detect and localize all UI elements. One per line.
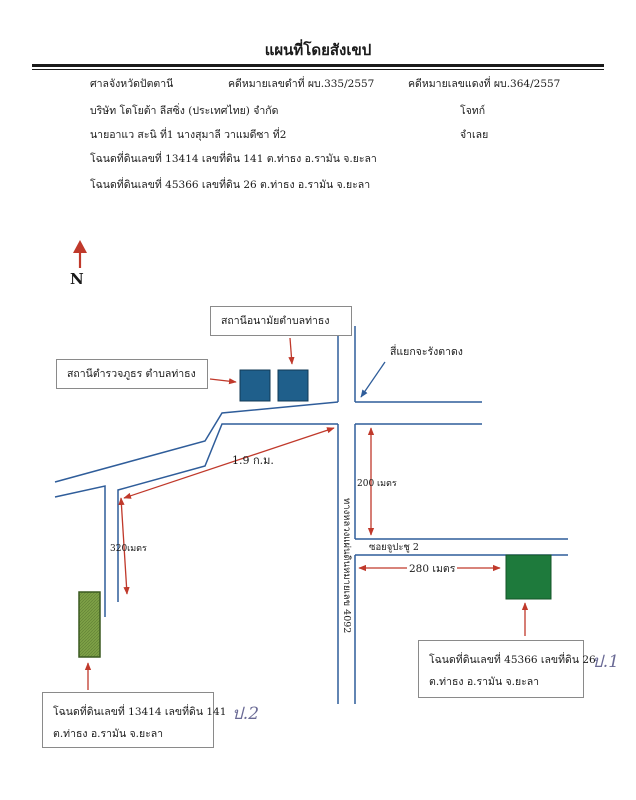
arrow-distance-main (123, 427, 335, 499)
annotation-p1: ป.1 (592, 652, 620, 672)
distance-320-label: 320เมตร (110, 544, 147, 554)
defendant-name: นายอาแว สะนิ ที่1 นางสุมาลี วาแมดีซา ที่… (90, 129, 287, 141)
case-black-number: คดีหมายเลขดำที่ ผบ.335/2557 (228, 78, 375, 90)
health-station-label-box: สถานีอนามัยตำบลท่าธง (210, 306, 352, 336)
title-rule-thick (32, 64, 604, 67)
main-road-lower-edge (54, 485, 106, 617)
land-plot-13414 (78, 591, 101, 658)
map-title: แผนที่โดยสังเขป (264, 41, 372, 59)
main-road-lower-edge-2 (117, 423, 338, 602)
court-name: ศาลจังหวัดปัตตานี (90, 78, 174, 90)
annotation-p2: ป.2 (232, 704, 260, 724)
plot2-label-line2: ต.ท่าธง อ.รามัน จ.ยะลา (429, 676, 540, 688)
intersection-label: สี่แยกจะรังตาดง (390, 346, 463, 358)
distance-200-label: 200 เมตร (357, 479, 397, 489)
arrow-intersection (360, 361, 386, 398)
north-label: N (70, 270, 84, 288)
plot1-label-line1: โฉนดที่ดินเลขที่ 13414 เลขที่ดิน 141 (53, 706, 227, 718)
title-rule-thin (32, 69, 604, 70)
distance-main-label: 1.9 ก.ม. (232, 454, 274, 467)
soi-label: ซอยจูปะชู 2 (369, 542, 419, 553)
defendant-role: จำเลย (460, 129, 489, 141)
distance-280-label: 280 เมตร (407, 560, 458, 577)
health-station-building (277, 369, 309, 402)
deed-line-2: โฉนดที่ดินเลขที่ 45366 เลขที่ดิน 26 ต.ท่… (90, 179, 371, 191)
arrow-distance-320 (118, 497, 130, 595)
main-road-upper-edge (54, 401, 339, 483)
plaintiff-role: โจทก์ (460, 105, 486, 117)
land-plot-45366 (505, 554, 552, 600)
case-red-number: คดีหมายเลขแดงที่ ผบ.364/2557 (408, 78, 561, 90)
police-station-label: สถานีตำรวจภูธร ตำบลท่าธง (67, 368, 196, 380)
plot1-label-line2: ต.ท่าธง อ.รามัน จ.ยะลา (53, 728, 164, 740)
arrow-police-label (209, 378, 237, 385)
police-station-building (239, 369, 271, 402)
plot2-label-box: โฉนดที่ดินเลขที่ 45366 เลขที่ดิน 26 ต.ท่… (418, 640, 596, 698)
arrow-health-label (288, 337, 295, 365)
plaintiff-name: บริษัท โตโยต้า ลีสซิ่ง (ประเทศไทย) จำกัด (90, 105, 279, 117)
plot1-label-box: โฉนดที่ดินเลขที่ 13414 เลขที่ดิน 141 ต.ท… (42, 692, 227, 748)
police-station-label-box: สถานีตำรวจภูธร ตำบลท่าธง (56, 359, 208, 389)
north-arrow-icon (73, 240, 87, 268)
highway-label: ทางหลวงแผ่นดินหมายเลข 4092 (341, 498, 352, 634)
health-station-label: สถานีอนามัยตำบลท่าธง (221, 315, 330, 327)
deed-line-1: โฉนดที่ดินเลขที่ 13414 เลขที่ดิน 141 ต.ท… (90, 153, 377, 165)
plot2-label-line1: โฉนดที่ดินเลขที่ 45366 เลขที่ดิน 26 (429, 654, 596, 666)
